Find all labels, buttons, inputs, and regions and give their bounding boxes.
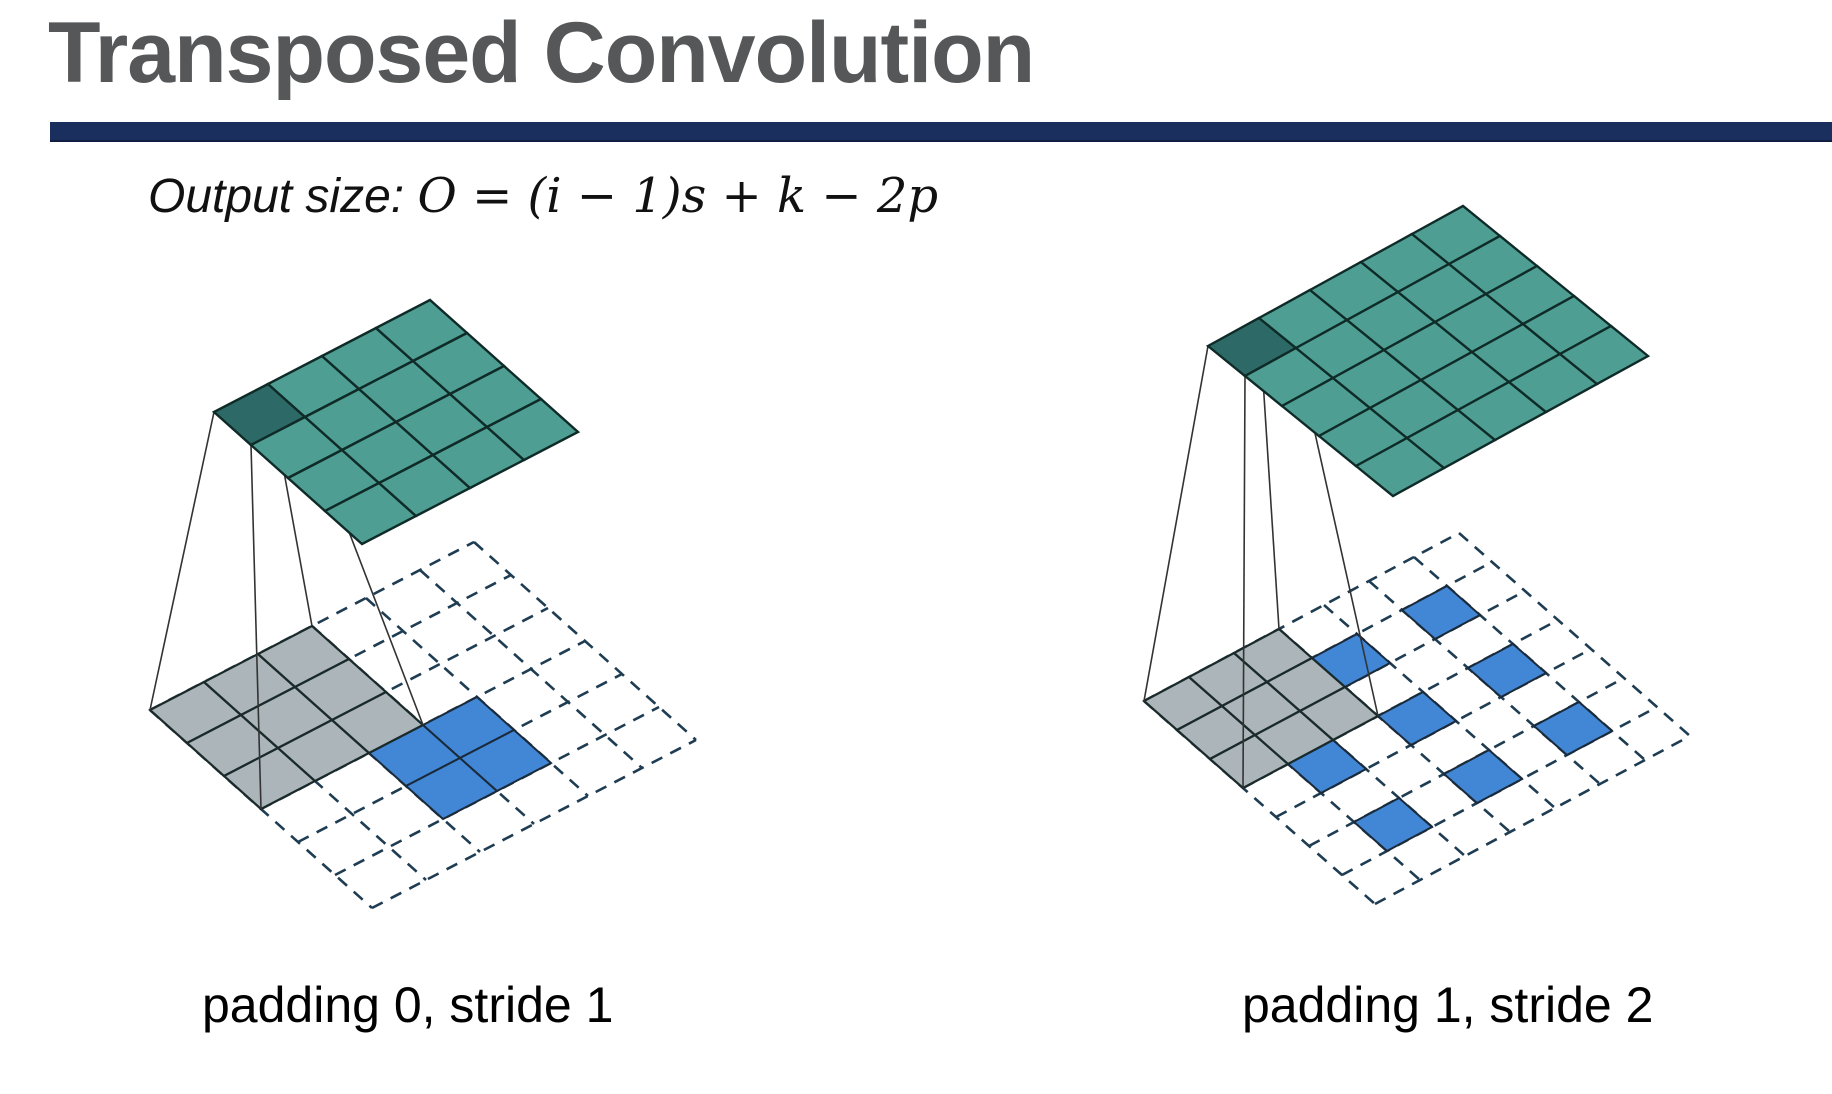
input-cell	[1352, 796, 1434, 853]
projection-line	[1143, 345, 1209, 702]
dashed-grid-line	[1458, 532, 1691, 737]
projection-line	[250, 444, 262, 810]
input-cell	[1376, 690, 1458, 747]
output-cell	[484, 397, 581, 462]
projection-line	[1242, 375, 1246, 789]
output-size-formula: Output size: O = (i − 1)s + k − 2p	[148, 168, 938, 224]
formula-expression: O = (i − 1)s + k − 2p	[417, 168, 939, 224]
dashed-grid-line	[419, 569, 643, 769]
input-cell	[1466, 642, 1548, 699]
input-cell	[1442, 748, 1524, 805]
caption-left: padding 0, stride 1	[202, 977, 614, 1033]
panel-right-diagram	[1142, 204, 1691, 906]
input-cell	[1532, 700, 1614, 757]
dashed-grid-line	[1143, 531, 1460, 703]
input-cell	[458, 728, 553, 793]
caption-right: padding 1, stride 2	[1242, 977, 1654, 1033]
output-cell	[1557, 324, 1651, 386]
dashed-grid-line	[334, 705, 660, 877]
formula-label: Output size:	[148, 170, 418, 223]
dashed-grid-line	[473, 541, 697, 741]
dashed-grid-line	[223, 606, 549, 778]
input-cell	[1400, 584, 1482, 641]
projection-line	[149, 411, 215, 711]
title-rule	[50, 122, 1832, 142]
dashed-grid-line	[371, 738, 697, 910]
panel-left-diagram	[148, 298, 697, 910]
slide-title: Transposed Convolution	[48, 5, 1035, 101]
dashed-grid-line	[1374, 734, 1691, 906]
